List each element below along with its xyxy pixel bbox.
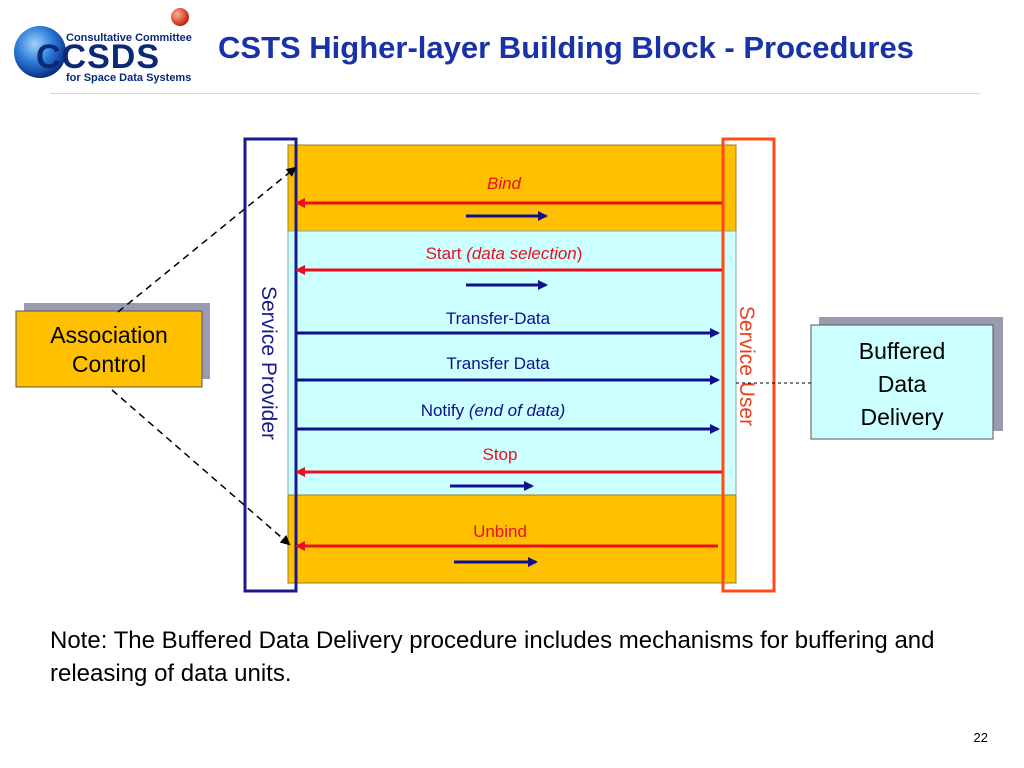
unbind-label: Unbind bbox=[473, 522, 527, 541]
ccsds-logo: CCSDS Consultative Committee for Space D… bbox=[10, 6, 206, 90]
transfer-data-2-label: Transfer Data bbox=[446, 354, 550, 373]
service-user-label: Service User bbox=[735, 306, 758, 426]
ccsds-logo-mark: CCSDS bbox=[14, 8, 189, 78]
association-control-box bbox=[15, 310, 203, 388]
unbind-band bbox=[287, 494, 737, 584]
logo-mark-text: CCSDS bbox=[36, 38, 160, 76]
start-label: Start (data selection) bbox=[426, 244, 583, 263]
association-control-line1: Association bbox=[50, 322, 168, 348]
service-user-box bbox=[721, 137, 776, 593]
note-text: Note: The Buffered Data Delivery procedu… bbox=[50, 627, 935, 688]
buffered-line3: Delivery bbox=[860, 404, 944, 430]
buffered-line1: Buffered bbox=[859, 338, 946, 364]
logo-bottom-text: for Space Data Systems bbox=[66, 72, 192, 84]
association-to-unbind-link bbox=[111, 389, 291, 546]
logo-top-text: Consultative Committee bbox=[66, 32, 192, 44]
bind-label: Bind bbox=[487, 174, 522, 193]
buffered-line2: Data bbox=[878, 371, 927, 397]
stop-label: Stop bbox=[483, 445, 518, 464]
notify-label: Notify (end of data) bbox=[421, 401, 566, 420]
service-provider-box bbox=[243, 137, 298, 593]
service-provider-label: Service Provider bbox=[257, 286, 280, 440]
page-number: 22 bbox=[973, 730, 988, 745]
transfer-data-1-label: Transfer-Data bbox=[446, 309, 551, 328]
buffered-data-delivery-box bbox=[810, 324, 994, 440]
slide-title: CSTS Higher-layer Building Block - Proce… bbox=[218, 30, 914, 65]
association-control-line2: Control bbox=[72, 351, 146, 377]
procedure-band bbox=[287, 230, 737, 496]
procedures-diagram: Service Provider Service User Associatio… bbox=[15, 137, 1003, 593]
association-to-bind-link bbox=[117, 166, 297, 313]
title-divider bbox=[50, 93, 980, 94]
